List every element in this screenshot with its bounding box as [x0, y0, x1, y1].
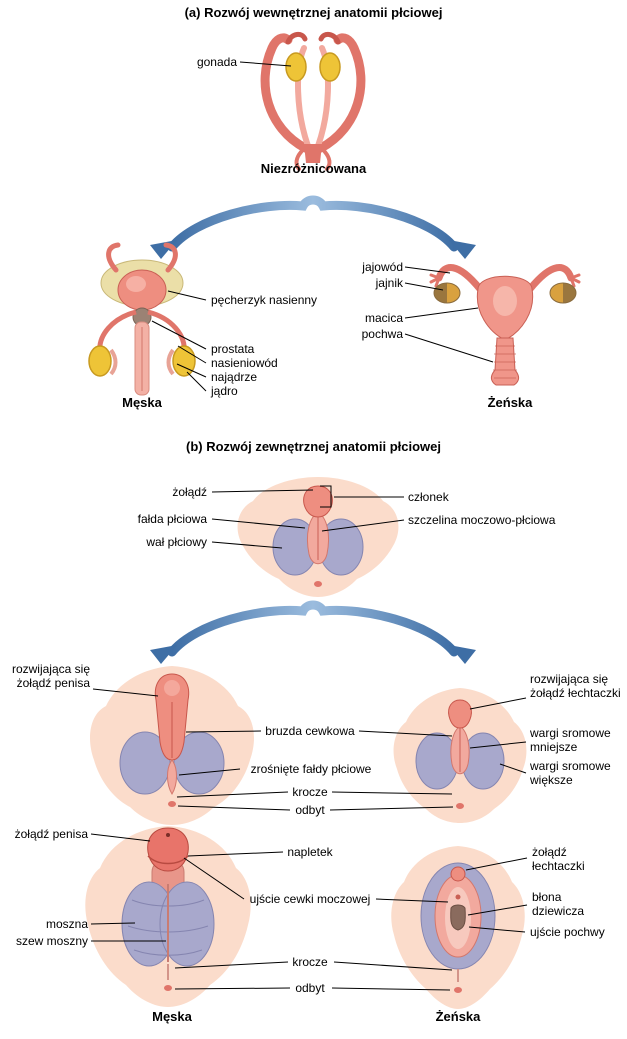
- label-gonada: gonada: [196, 55, 237, 69]
- label-macica: macica: [364, 311, 403, 325]
- label-falda-plciowa: fałda płciowa: [137, 512, 207, 526]
- female-internal-illustration: [429, 264, 581, 386]
- label-rozwijajaca-sie-zoladz-penisa: rozwijająca się żołądź penisa: [11, 662, 90, 690]
- label-zoladz-penisa: żołądź penisa: [14, 827, 88, 841]
- label-moszna: moszna: [45, 917, 88, 931]
- label-krocze-bottom: krocze: [292, 955, 328, 969]
- male-external-mid-illustration: [90, 666, 254, 825]
- label-rozwijajaca-sie-zoladz-lechtaczki: rozwijająca się żołądź łechtaczki: [530, 672, 621, 700]
- female-caption-b: Żeńska: [435, 1009, 481, 1024]
- label-szew-moszny: szew moszny: [15, 934, 88, 948]
- label-napletek: napletek: [287, 845, 333, 859]
- label-szczelina-moczowo-plciowa: szczelina moczowo-płciowa: [408, 513, 556, 527]
- label-jajnik: jajnik: [375, 276, 403, 290]
- label-odbyt-bottom: odbyt: [295, 981, 325, 995]
- male-caption-b: Męska: [152, 1009, 192, 1024]
- female-external-mid-illustration: [393, 688, 527, 823]
- label-najadrze: najądrze: [211, 370, 258, 384]
- undifferentiated-caption: Niezróżnicowana: [260, 161, 367, 176]
- label-prostata: prostata: [211, 342, 255, 356]
- label-blona-dziewicza: błona dziewicza: [532, 890, 585, 918]
- section-b-title: (b) Rozwój zewnętrznej anatomii płciowej: [186, 439, 441, 454]
- label-pecherzyk-nasienny: pęcherzyk nasienny: [211, 293, 318, 307]
- label-bruzda-cewkowa: bruzda cewkowa: [265, 724, 355, 738]
- bifurcation-arrow-bottom: [150, 600, 476, 664]
- label-wal-plciowy: wał płciowy: [146, 535, 207, 549]
- label-odbyt-mid: odbyt: [295, 803, 325, 817]
- section-a-title: (a) Rozwój wewnętrznej anatomii płciowej: [184, 5, 443, 20]
- label-zoladz: żołądź: [172, 485, 207, 499]
- label-ujscie-pochwy: ujście pochwy: [530, 925, 605, 939]
- leader-lines: [90, 61, 528, 991]
- label-zrosniete-faldy-plciowe: zrośnięte fałdy płciowe: [250, 762, 372, 776]
- label-zoladz-lechtaczki: żołądź łechtaczki: [532, 845, 585, 873]
- label-ujscie-cewki-moczowej: ujście cewki moczowej: [249, 892, 371, 906]
- undifferentiated-internal-illustration: [260, 32, 366, 171]
- male-internal-illustration: [88, 242, 196, 396]
- female-external-bottom-illustration: [391, 846, 525, 1009]
- female-caption-a: Żeńska: [487, 395, 533, 410]
- label-jajowod: jajowód: [362, 260, 403, 274]
- undifferentiated-external-illustration: [237, 477, 399, 597]
- label-jadro: jądro: [211, 384, 238, 398]
- male-caption-a: Męska: [122, 395, 162, 410]
- label-pochwa: pochwa: [361, 327, 403, 341]
- label-czlonek: członek: [408, 490, 449, 504]
- male-external-bottom-illustration: [85, 826, 251, 1007]
- label-wargi-sromowe-wieksze: wargi sromowe większe: [530, 759, 611, 787]
- label-wargi-sromowe-mniejsze: wargi sromowe mniejsze: [530, 726, 611, 754]
- label-nasieniowod: nasieniowód: [211, 356, 278, 370]
- bifurcation-arrow-top: [150, 195, 476, 259]
- label-krocze-mid: krocze: [292, 785, 328, 799]
